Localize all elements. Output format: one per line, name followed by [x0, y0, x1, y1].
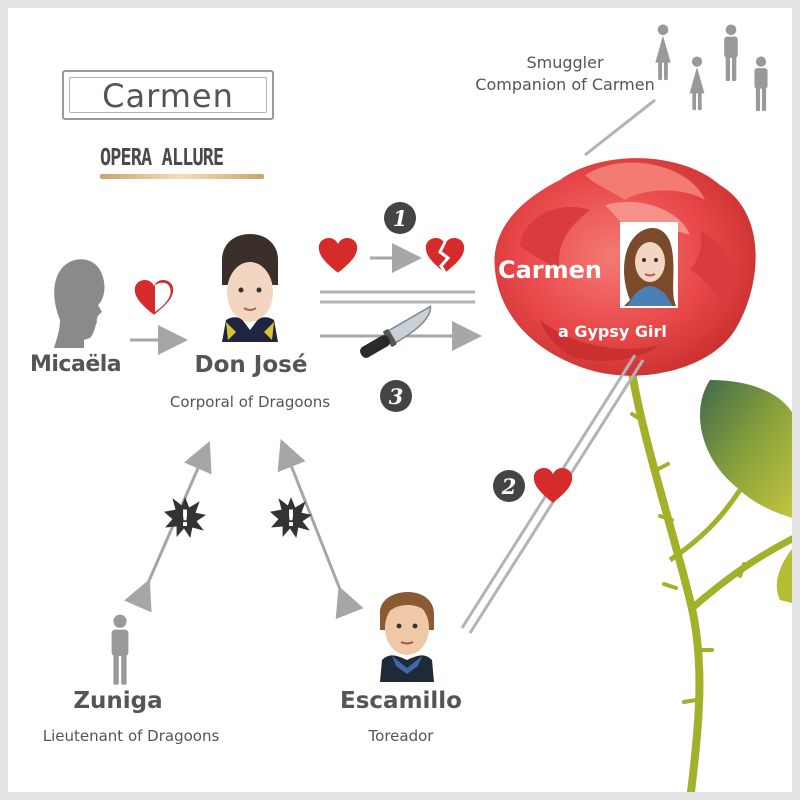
carmen-name: Carmen	[498, 256, 602, 284]
marker-1-label: 1	[393, 206, 408, 231]
heart-icon	[319, 238, 357, 273]
brand-underline	[100, 174, 264, 179]
escamillo-name: Escamillo	[340, 688, 462, 714]
micaela-silhouette	[54, 259, 104, 348]
knife-icon	[357, 305, 439, 363]
page-title: Carmen	[64, 77, 272, 115]
zuniga-role: Lieutenant of Dragoons	[43, 727, 220, 745]
rose-leaf	[700, 380, 800, 520]
micaela-name: Micaëla	[30, 352, 121, 377]
broken-heart-icon	[426, 238, 464, 274]
svg-text:!: !	[286, 507, 296, 532]
smuggler-role: Companion of Carmen	[475, 74, 654, 96]
micaela-heart-icon	[135, 280, 173, 315]
zuniga-name: Zuniga	[73, 688, 162, 714]
marker-2-label: 2	[501, 474, 517, 499]
don-jose-name: Don José	[195, 352, 308, 378]
escamillo-portrait	[380, 592, 434, 682]
smuggler-name: Smuggler	[475, 52, 654, 74]
svg-text:!: !	[180, 507, 190, 532]
carmen-portrait	[620, 222, 678, 308]
zuniga-figure	[112, 615, 129, 685]
smuggler-label: Smuggler Companion of Carmen	[475, 52, 654, 96]
don-jose-portrait	[222, 234, 278, 342]
brand-logo: OPERA ALLURE	[100, 145, 223, 171]
heart-icon-escamillo	[534, 468, 572, 503]
escamillo-role: Toreador	[369, 727, 434, 745]
carmen-role: a Gypsy Girl	[558, 322, 667, 341]
smuggler-figures	[655, 24, 767, 111]
marker-3-label: 3	[389, 384, 404, 409]
don-jose-role: Corporal of Dragoons	[170, 393, 330, 411]
rose-leaf-small	[777, 540, 800, 605]
title-box: Carmen	[62, 70, 274, 120]
